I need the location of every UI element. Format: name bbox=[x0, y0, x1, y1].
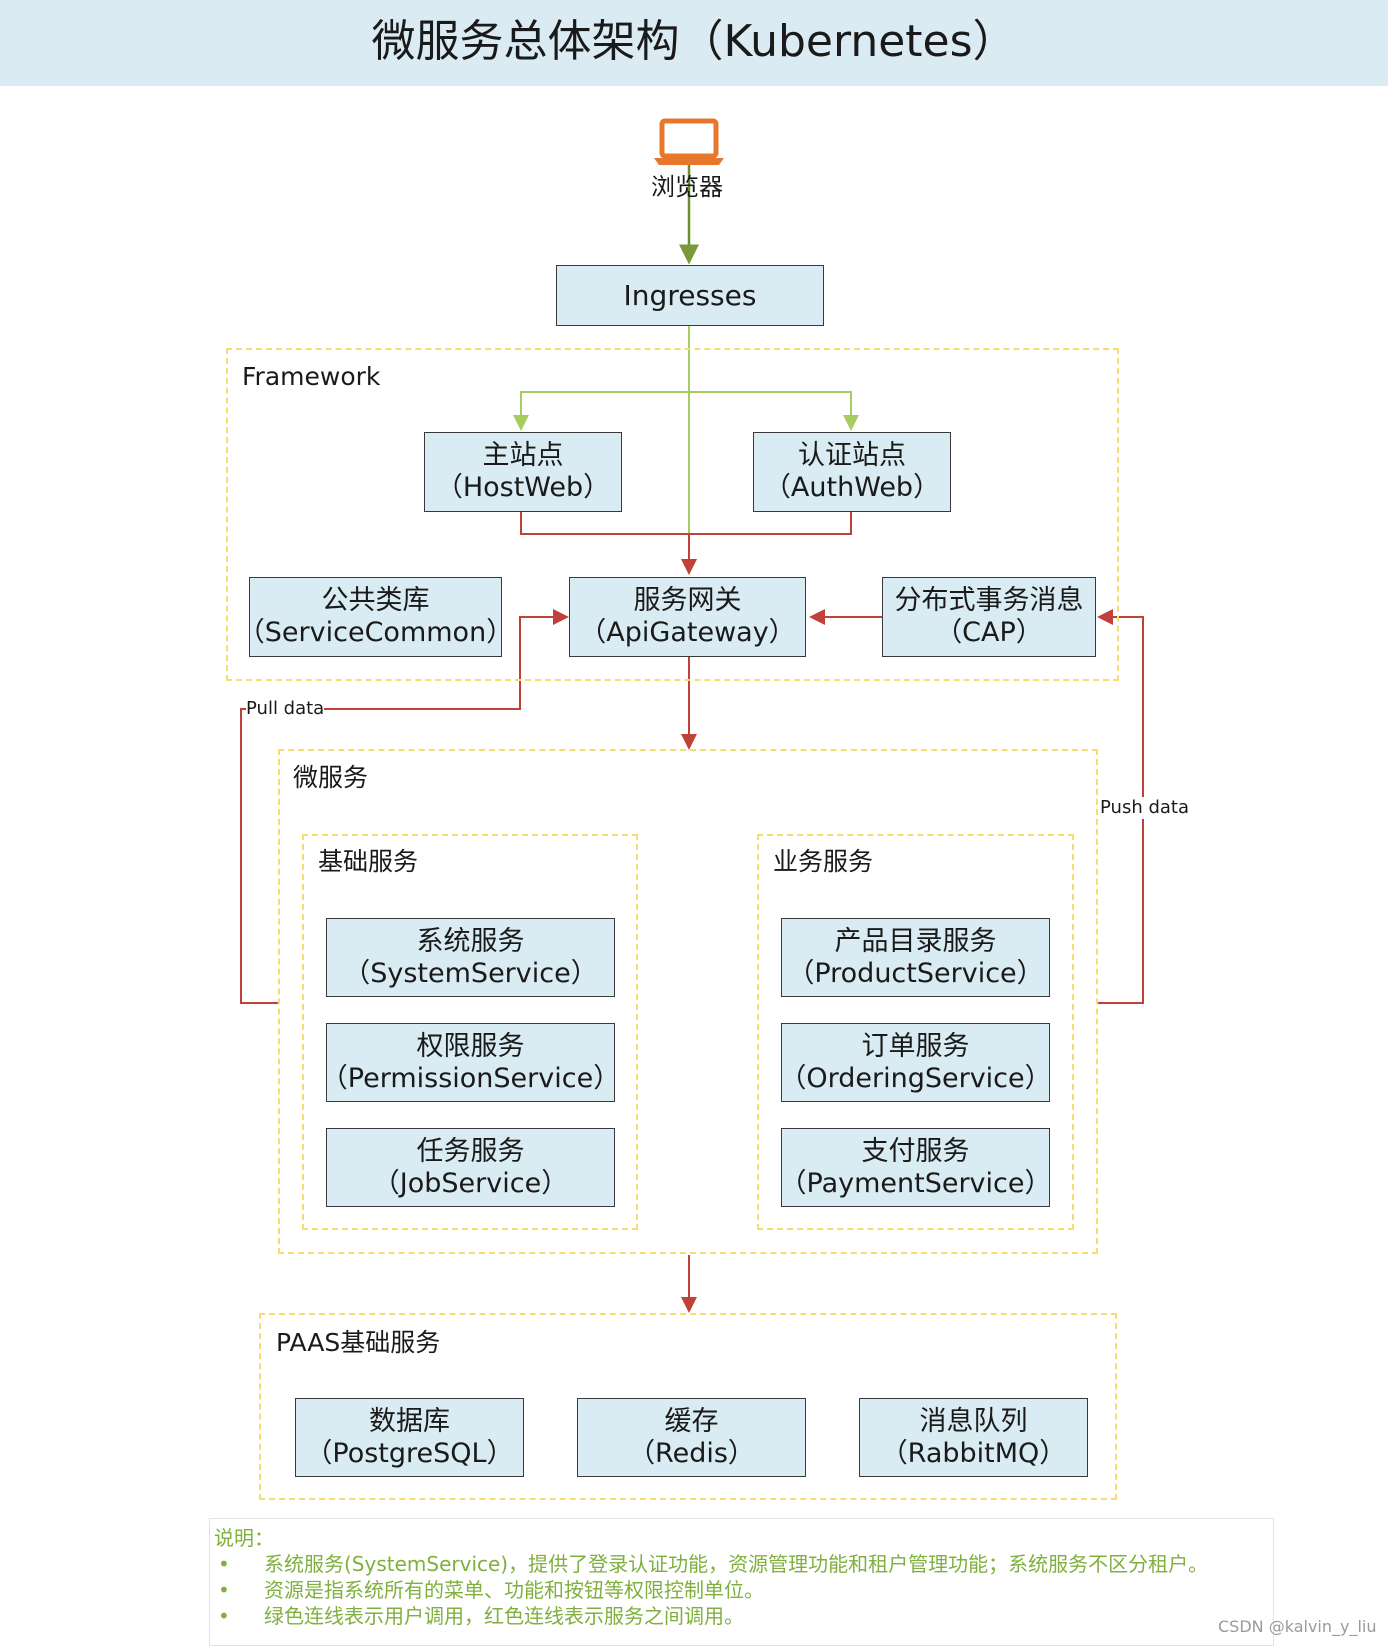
edge-pull-data bbox=[240, 609, 569, 1004]
servicecommon-name: 公共类库 bbox=[321, 585, 430, 616]
systemservice-sub: （SystemService） bbox=[343, 957, 598, 989]
business-services-frame bbox=[757, 834, 1074, 1230]
note-bullet: • bbox=[218, 1578, 230, 1602]
paymentservice-sub: （PaymentService） bbox=[779, 1167, 1052, 1199]
jobservice-name: 任务服务 bbox=[416, 1135, 525, 1167]
jobservice-sub: （JobService） bbox=[372, 1167, 569, 1199]
permissionservice-name: 权限服务 bbox=[416, 1030, 525, 1062]
push-data-label: Push data bbox=[1100, 797, 1189, 819]
ingress-box: Ingresses bbox=[556, 265, 824, 326]
orderingservice-box: 订单服务 （OrderingService） bbox=[779, 1023, 1052, 1102]
basic-services-frame bbox=[302, 834, 638, 1230]
apigateway-box: 服务网关 （ApiGateway） bbox=[569, 577, 806, 657]
productservice-box: 产品目录服务 （ProductService） bbox=[781, 918, 1050, 997]
note-bullet: • bbox=[218, 1604, 230, 1628]
hostweb-name: 主站点 bbox=[482, 440, 564, 471]
note-item: • 系统服务(SystemService)，提供了登录认证功能，资源管理功能和租户… bbox=[214, 1551, 1269, 1577]
microservices-frame bbox=[278, 749, 1098, 1254]
apigateway-sub: （ApiGateway） bbox=[579, 617, 796, 648]
apigateway-name: 服务网关 bbox=[633, 585, 742, 616]
note-text: 绿色连线表示用户调用，红色连线表示服务之间调用。 bbox=[264, 1604, 744, 1628]
edge-webs-gateway bbox=[520, 511, 852, 535]
browser-label: 浏览器 bbox=[651, 173, 723, 201]
postgresql-name: 数据库 bbox=[369, 1405, 450, 1437]
systemservice-name: 系统服务 bbox=[416, 925, 525, 957]
cap-box: 分布式事务消息 （CAP） bbox=[882, 577, 1096, 657]
watermark: CSDN @kalvin_y_liu bbox=[1218, 1617, 1377, 1636]
note-item: • 资源是指系统所有的菜单、功能和按钮等权限控制单位。 bbox=[214, 1577, 1269, 1603]
hostweb-sub: （HostWeb） bbox=[435, 472, 611, 503]
notes-heading: 说明： bbox=[214, 1526, 274, 1550]
authweb-name: 认证站点 bbox=[798, 440, 906, 471]
paas-label: PAAS基础服务 bbox=[276, 1328, 441, 1357]
cap-name: 分布式事务消息 bbox=[894, 585, 1084, 616]
paymentservice-name: 支付服务 bbox=[861, 1135, 970, 1167]
framework-label: Framework bbox=[242, 362, 381, 391]
redis-name: 缓存 bbox=[664, 1405, 719, 1437]
permissionservice-sub: （PermissionService） bbox=[320, 1062, 621, 1094]
servicecommon-sub: （ServiceCommon） bbox=[237, 617, 514, 648]
authweb-box: 认证站点 （AuthWeb） bbox=[753, 432, 951, 512]
framework-frame bbox=[226, 348, 1119, 681]
rabbitmq-name: 消息队列 bbox=[919, 1405, 1028, 1437]
orderingservice-sub: （OrderingService） bbox=[779, 1062, 1052, 1094]
notes-panel: 说明： • 系统服务(SystemService)，提供了登录认证功能，资源管理功… bbox=[209, 1518, 1274, 1646]
productservice-name: 产品目录服务 bbox=[834, 925, 997, 957]
redis-sub: （Redis） bbox=[628, 1437, 755, 1469]
cap-sub: （CAP） bbox=[935, 617, 1043, 648]
notes-list: • 系统服务(SystemService)，提供了登录认证功能，资源管理功能和租户… bbox=[214, 1551, 1269, 1629]
basic-services-label: 基础服务 bbox=[318, 847, 419, 876]
paas-frame bbox=[259, 1313, 1117, 1500]
jobservice-box: 任务服务 （JobService） bbox=[326, 1128, 615, 1207]
productservice-sub: （ProductService） bbox=[787, 957, 1044, 989]
note-item: • 绿色连线表示用户调用，红色连线表示服务之间调用。 bbox=[214, 1603, 1269, 1629]
note-text: 资源是指系统所有的菜单、功能和按钮等权限控制单位。 bbox=[264, 1578, 764, 1602]
paymentservice-box: 支付服务 （PaymentService） bbox=[779, 1128, 1052, 1207]
orderingservice-name: 订单服务 bbox=[861, 1030, 970, 1062]
authweb-sub: （AuthWeb） bbox=[763, 472, 941, 503]
postgresql-box: 数据库 （PostgreSQL） bbox=[295, 1398, 524, 1477]
ingress-label: Ingresses bbox=[623, 278, 757, 312]
hostweb-box: 主站点 （HostWeb） bbox=[424, 432, 622, 512]
postgresql-sub: （PostgreSQL） bbox=[305, 1437, 514, 1469]
rabbitmq-sub: （RabbitMQ） bbox=[880, 1437, 1067, 1469]
note-text: 系统服务(SystemService)，提供了登录认证功能，资源管理功能和租户管… bbox=[264, 1552, 1209, 1576]
systemservice-box: 系统服务 （SystemService） bbox=[326, 918, 615, 997]
note-bullet: • bbox=[218, 1552, 230, 1576]
permissionservice-box: 权限服务 （PermissionService） bbox=[321, 1023, 620, 1102]
pull-data-label: Pull data bbox=[246, 698, 325, 720]
servicecommon-box: 公共类库 （ServiceCommon） bbox=[238, 577, 513, 657]
rabbitmq-box: 消息队列 （RabbitMQ） bbox=[859, 1398, 1088, 1477]
redis-box: 缓存 （Redis） bbox=[577, 1398, 806, 1477]
business-services-label: 业务服务 bbox=[773, 847, 874, 876]
microservices-label: 微服务 bbox=[293, 763, 369, 792]
title-bar bbox=[0, 0, 1388, 86]
laptop-icon bbox=[654, 118, 724, 165]
diagram-title: 微服务总体架构（Kubernetes） bbox=[371, 16, 1017, 67]
